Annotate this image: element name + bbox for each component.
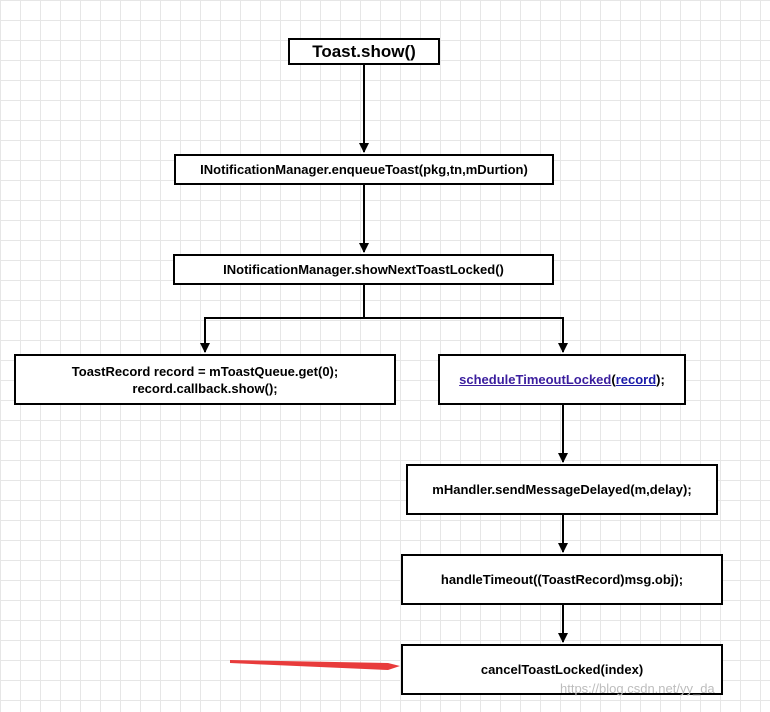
schedule-timeout-link[interactable]: scheduleTimeoutLocked [459, 372, 612, 387]
node-cancel-toast-label: cancelToastLocked(index) [480, 662, 644, 677]
node-schedule-timeout: scheduleTimeoutLocked(record); [438, 354, 686, 405]
node-toast-show-label: Toast.show() [312, 42, 416, 61]
node-enqueue-toast-label: INotificationManager.enqueueToast(pkg,tn… [200, 162, 528, 177]
node-toast-show: Toast.show() [288, 38, 440, 65]
schedule-paren-open: ( [611, 372, 616, 387]
node-toast-record: ToastRecord record = mToastQueue.get(0);… [14, 354, 396, 405]
node-handle-timeout-label: handleTimeout((ToastRecord)msg.obj); [440, 572, 684, 587]
red-highlight-arrow [230, 660, 400, 670]
node-cancel-toast: cancelToastLocked(index) [401, 644, 723, 695]
node-schedule-timeout-text: scheduleTimeoutLocked(record); [459, 371, 665, 388]
node-toast-record-line2: record.callback.show(); [132, 380, 278, 396]
watermark: https://blog.csdn.net/yy_da [560, 681, 715, 696]
node-toast-record-line1: ToastRecord record = mToastQueue.get(0); [71, 363, 339, 379]
edge-to-schedule [364, 317, 568, 353]
record-link[interactable]: record [615, 372, 657, 387]
node-show-next-toast: INotificationManager.showNextToastLocked… [173, 254, 554, 285]
node-enqueue-toast: INotificationManager.enqueueToast(pkg,tn… [174, 154, 554, 185]
edge-to-toast-record [200, 317, 364, 353]
schedule-paren-close: ); [656, 372, 665, 387]
node-show-next-toast-label: INotificationManager.showNextToastLocked… [223, 262, 504, 277]
node-handle-timeout: handleTimeout((ToastRecord)msg.obj); [401, 554, 723, 605]
node-send-message-delayed-label: mHandler.sendMessageDelayed(m,delay); [432, 482, 692, 497]
node-send-message-delayed: mHandler.sendMessageDelayed(m,delay); [406, 464, 718, 515]
